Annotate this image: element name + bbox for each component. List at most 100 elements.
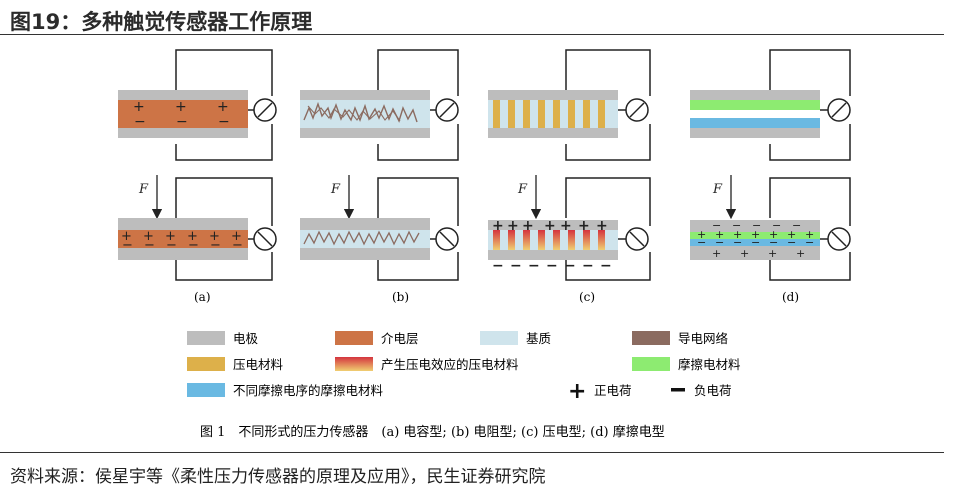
- force-label: F: [517, 182, 528, 197]
- svg-text:−: −: [600, 258, 612, 274]
- sensor-diagram: +++ −−− F ++++++ −−−−−− F: [118, 49, 851, 440]
- svg-text:−: −: [751, 236, 760, 249]
- svg-text:+: +: [796, 247, 805, 260]
- legend-swatch: [335, 331, 373, 345]
- panel-label-c: (c): [579, 290, 595, 304]
- panel-label-a: (a): [194, 290, 211, 304]
- svg-text:−: −: [188, 238, 199, 253]
- svg-text:−: −: [564, 258, 576, 274]
- svg-text:−: −: [697, 236, 706, 249]
- legend-label: 电极: [233, 331, 259, 346]
- svg-text:−: −: [715, 236, 724, 249]
- panel-a-pressed: F ++++++ −−−−−−: [118, 175, 277, 281]
- svg-text:−: −: [218, 114, 230, 130]
- svg-text:+: +: [187, 229, 198, 244]
- tribo-layer-bottom: [690, 118, 820, 128]
- svg-text:−: −: [510, 258, 522, 274]
- svg-text:+: +: [712, 247, 721, 260]
- svg-text:−: −: [752, 219, 761, 232]
- svg-text:−: −: [166, 238, 177, 253]
- svg-text:+: +: [143, 229, 154, 244]
- svg-text:−: −: [546, 258, 558, 274]
- svg-text:−: −: [733, 236, 742, 249]
- svg-text:−: −: [492, 258, 504, 274]
- svg-text:+: +: [787, 228, 796, 241]
- svg-text:+: +: [165, 229, 176, 244]
- force-label: F: [330, 182, 341, 197]
- legend-swatch-gradient: [335, 357, 373, 371]
- stressed-piezo-columns: [493, 230, 605, 250]
- svg-text:−: −: [232, 238, 243, 253]
- panel-a-unpressed: + + + − − −: [118, 49, 277, 161]
- svg-text:−: −: [582, 258, 594, 274]
- svg-text:+: +: [121, 229, 132, 244]
- svg-text:+: +: [733, 228, 742, 241]
- svg-text:−: −: [144, 238, 155, 253]
- positive-charge-symbol: +: [568, 379, 586, 404]
- svg-text:−: −: [769, 236, 778, 249]
- svg-text:−: −: [772, 219, 781, 232]
- legend-swatch: [480, 331, 518, 345]
- figure-caption: 图 1 不同形式的压力传感器 (a) 电容型; (b) 电阻型; (c) 压电型…: [200, 424, 665, 440]
- top-electrode: [118, 90, 248, 100]
- footer-divider: [0, 452, 944, 453]
- svg-text:+: +: [209, 229, 220, 244]
- svg-text:−: −: [122, 238, 133, 253]
- dielectric-layer: [118, 100, 248, 128]
- bottom-electrode: [118, 128, 248, 138]
- negative-charge-symbol: [671, 388, 685, 392]
- legend-label: 介电层: [381, 331, 419, 346]
- legend-swatch: [187, 383, 225, 397]
- panel-b-unpressed: [300, 49, 459, 161]
- legend: 电极 介电层 基质 导电网络 压电材料 产生压电效应的压电材料 摩擦电材料 不同…: [187, 331, 741, 404]
- svg-text:−: −: [732, 219, 741, 232]
- svg-text:+: +: [768, 247, 777, 260]
- panel-d-pressed: F −−−−− +++++++ −−−−−−− ++++: [690, 175, 851, 281]
- panel-c-unpressed: [488, 49, 651, 161]
- legend-label: 产生压电效应的压电材料: [381, 357, 519, 372]
- force-label: F: [138, 182, 149, 197]
- piezo-columns: [493, 100, 605, 128]
- legend-label: 压电材料: [233, 357, 284, 372]
- legend-swatch: [632, 357, 670, 371]
- svg-text:+: +: [769, 228, 778, 241]
- panel-c-pressed: F ++++ +++ −−−− −−−: [488, 175, 651, 281]
- svg-text:+: +: [596, 218, 608, 234]
- conductive-network: [303, 101, 418, 123]
- panel-d-unpressed: [690, 49, 851, 161]
- svg-text:−: −: [787, 236, 796, 249]
- legend-swatch: [632, 331, 670, 345]
- title-divider: [0, 34, 944, 35]
- svg-text:+: +: [507, 218, 519, 234]
- svg-text:+: +: [522, 218, 534, 234]
- panel-a-top-circuit-wire: [175, 49, 273, 161]
- tribo-layer-top: [690, 100, 820, 110]
- legend-label: 摩擦电材料: [678, 357, 741, 372]
- svg-text:+: +: [217, 99, 229, 115]
- negative-charge-label: 负电荷: [694, 383, 732, 398]
- panel-label-d: (d): [782, 290, 799, 304]
- legend-label: 导电网络: [678, 331, 729, 346]
- svg-text:−: −: [134, 114, 146, 130]
- svg-text:+: +: [715, 228, 724, 241]
- panel-label-b: (b): [392, 290, 409, 304]
- force-label: F: [712, 182, 723, 197]
- svg-text:+: +: [560, 218, 572, 234]
- svg-text:+: +: [492, 218, 504, 234]
- svg-text:+: +: [175, 99, 187, 115]
- positive-charge-label: 正电荷: [594, 383, 632, 398]
- svg-text:+: +: [740, 247, 749, 260]
- svg-text:−: −: [528, 258, 540, 274]
- legend-swatch: [187, 331, 225, 345]
- svg-text:+: +: [578, 218, 590, 234]
- svg-text:+: +: [133, 99, 145, 115]
- svg-text:−: −: [712, 219, 721, 232]
- svg-text:+: +: [697, 228, 706, 241]
- legend-swatch: [187, 357, 225, 371]
- legend-label: 基质: [526, 331, 551, 346]
- legend-label: 不同摩擦电序的摩擦电材料: [233, 383, 384, 398]
- svg-text:−: −: [176, 114, 188, 130]
- source-note: 资料来源：侯星宇等《柔性压力传感器的原理及应用》，民生证券研究院: [10, 467, 546, 487]
- figure-title: 图19：多种触觉传感器工作原理: [10, 10, 313, 34]
- svg-text:+: +: [751, 228, 760, 241]
